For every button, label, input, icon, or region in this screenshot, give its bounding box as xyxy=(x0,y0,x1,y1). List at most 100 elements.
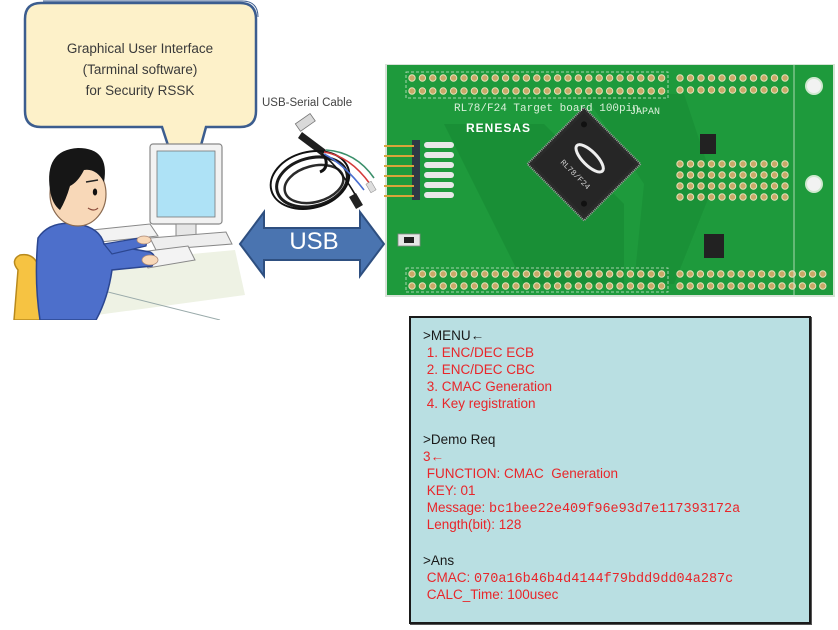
pcb-pin xyxy=(533,270,541,278)
pcb-pin xyxy=(418,282,427,290)
pcb-pin xyxy=(418,87,427,95)
pcb-pin xyxy=(616,74,624,82)
ic3-chip xyxy=(704,234,724,258)
pcb-pin xyxy=(686,160,695,168)
pcb-pin xyxy=(449,74,458,82)
top-header-pins xyxy=(408,74,666,95)
pcb-pin xyxy=(408,270,416,278)
pcb-pin xyxy=(533,74,541,82)
pcb-pin xyxy=(747,282,756,290)
pcb-pin xyxy=(564,87,572,95)
pcb-pin xyxy=(470,87,479,95)
pcb-pin xyxy=(706,282,715,290)
cmac-value: 070a16b46b4d4144f79bdd9dd04a287c xyxy=(474,572,734,587)
monitor-screen xyxy=(156,150,216,218)
pcb-pin xyxy=(553,74,562,82)
pcb-pin xyxy=(595,270,603,278)
pcb-pin xyxy=(647,74,655,82)
pcb-pin xyxy=(760,193,768,201)
pcb-pin xyxy=(491,74,499,82)
prototype-area-pins xyxy=(676,74,827,290)
menu-item-ecb: 1. ENC/DEC ECB xyxy=(423,345,535,360)
pcb-pin xyxy=(686,193,695,201)
length-line: Length(bit): 128 xyxy=(423,516,522,533)
pcb-pin xyxy=(460,87,468,95)
pcb-pin xyxy=(605,282,614,290)
pcb-pin xyxy=(491,270,499,278)
pcb-pin xyxy=(676,86,684,94)
pcb-pin xyxy=(553,270,562,278)
pcb-pin xyxy=(781,171,789,179)
pcb-pin xyxy=(657,87,666,95)
rl78-target-board-image: RENESAS JAPAN RL78/F24 xyxy=(384,64,835,297)
pcb-pin xyxy=(470,74,479,82)
pcb-pin xyxy=(522,87,531,95)
length-value: 128 xyxy=(498,517,522,532)
pcb-pin xyxy=(481,270,489,278)
pcb-pin xyxy=(798,282,807,290)
menu-item-cbc: 2. ENC/DEC CBC xyxy=(423,362,535,377)
pcb-pin xyxy=(760,182,768,190)
menu-header: >MENU← xyxy=(423,328,485,343)
pcb-pin xyxy=(686,182,695,190)
gui-bubble-text: Graphical User Interface (Tarminal softw… xyxy=(26,38,254,101)
pcb-pin xyxy=(481,74,489,82)
pcb-pin xyxy=(626,87,635,95)
usb-serial-cable-label: USB-Serial Cable xyxy=(262,97,353,109)
pcb-pin xyxy=(760,74,768,82)
pcb-pin xyxy=(626,74,635,82)
pcb-pin xyxy=(512,87,520,95)
pcb-pin xyxy=(626,270,635,278)
pcb-pin xyxy=(778,282,786,290)
pcb-pin xyxy=(605,87,614,95)
pcb-pin xyxy=(564,270,572,278)
pcb-pin xyxy=(781,160,789,168)
pcb-pin xyxy=(470,282,479,290)
pcb-pin xyxy=(676,193,684,201)
pcb-pin xyxy=(501,282,510,290)
pcb-pin xyxy=(707,86,716,94)
length-label: Length(bit): xyxy=(423,517,499,532)
key-line: KEY: 01 xyxy=(423,482,476,499)
usb-serial-cable-image xyxy=(269,113,377,210)
pcb-pin xyxy=(439,87,447,95)
pcb-pin xyxy=(739,86,747,94)
pcb-pin xyxy=(697,86,705,94)
pcb-pin xyxy=(595,74,603,82)
board-country-text: JAPAN xyxy=(630,107,660,118)
pcb-pin xyxy=(770,182,779,190)
pcb-pin xyxy=(770,193,779,201)
pcb-pin xyxy=(501,87,510,95)
pcb-pin xyxy=(718,74,726,82)
pcb-pin xyxy=(749,74,758,82)
function-line: FUNCTION: CMAC Generation xyxy=(423,465,618,482)
pcb-pin xyxy=(718,171,726,179)
pcb-pin xyxy=(543,282,551,290)
pcb-pin xyxy=(749,86,758,94)
pcb-pin xyxy=(686,270,694,278)
pcb-pin xyxy=(781,182,789,190)
function-value: CMAC Generation xyxy=(504,466,619,481)
pcb-pin xyxy=(585,87,593,95)
pcb-pin xyxy=(739,182,747,190)
pcb-pin xyxy=(564,74,572,82)
pcb-pin xyxy=(728,74,737,82)
pcb-pin xyxy=(637,282,645,290)
pcb-pin xyxy=(439,282,447,290)
pcb-pin xyxy=(778,270,786,278)
pcb-pin xyxy=(543,74,551,82)
pcb-pin xyxy=(637,270,645,278)
pcb-pin xyxy=(470,270,479,278)
pcb-pin xyxy=(770,74,779,82)
pcb-pin xyxy=(707,160,716,168)
pcb-pin xyxy=(439,270,447,278)
pcb-pin xyxy=(585,270,593,278)
pcb-pin xyxy=(501,74,510,82)
pcb-pin xyxy=(760,160,768,168)
pcb-pin xyxy=(429,87,437,95)
pcb-pin xyxy=(533,87,541,95)
pcb-pin xyxy=(676,160,684,168)
bottom-header-pins xyxy=(408,270,666,290)
pcb-pin xyxy=(808,282,817,290)
pcb-pin xyxy=(647,270,655,278)
